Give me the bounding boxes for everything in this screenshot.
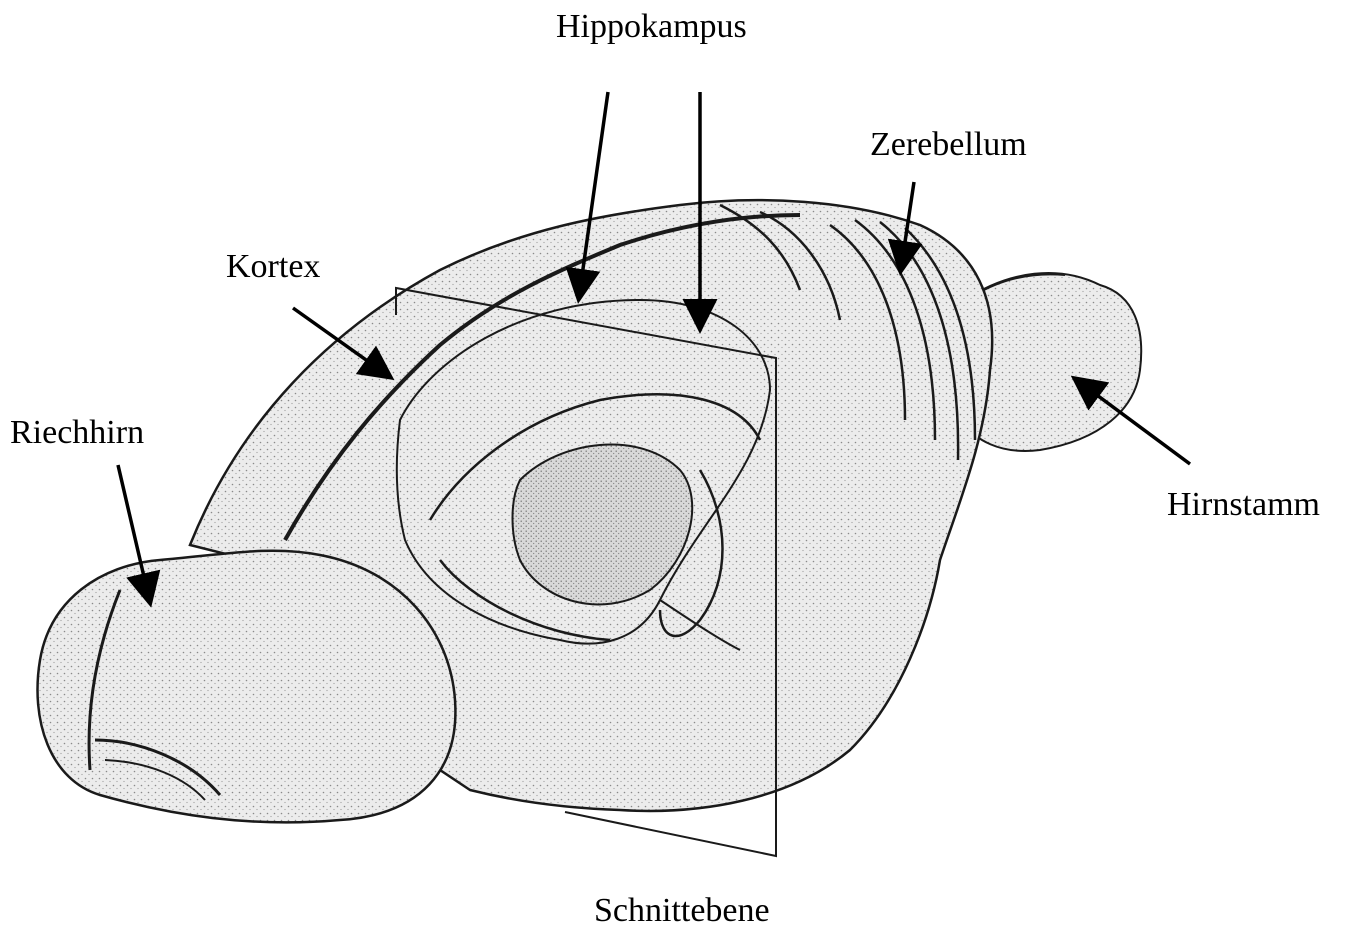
label-hippokampus: Hippokampus: [556, 10, 747, 44]
label-riechhirn: Riechhirn: [10, 416, 144, 450]
label-hirnstamm: Hirnstamm: [1167, 488, 1320, 522]
label-kortex: Kortex: [226, 250, 320, 284]
label-zerebellum: Zerebellum: [870, 128, 1027, 162]
label-schnittebene: Schnittebene: [594, 894, 770, 928]
olfactory-bulb-shape: [38, 551, 456, 823]
